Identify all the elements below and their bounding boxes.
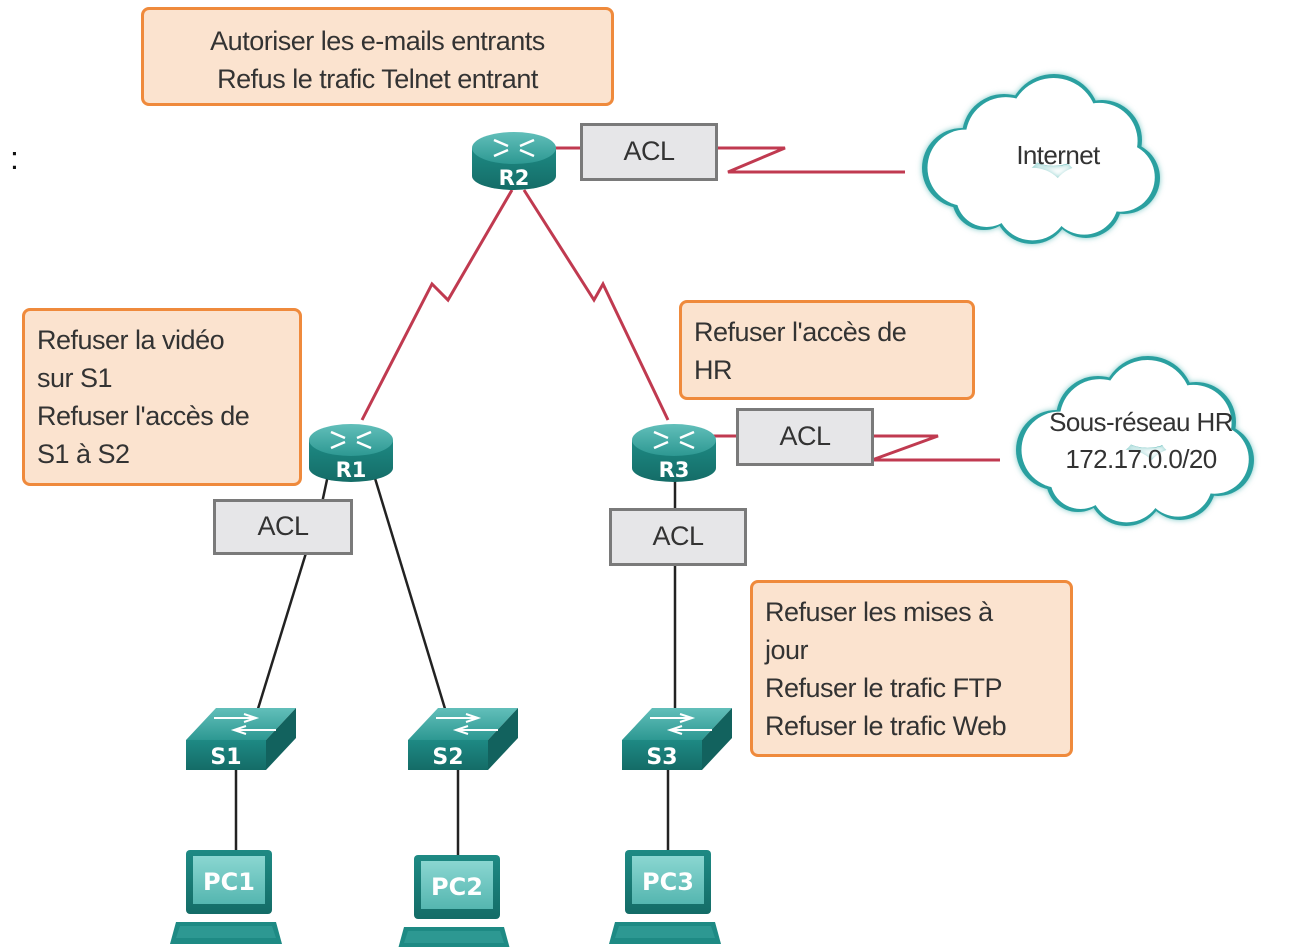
- links: [234, 146, 1000, 855]
- cloud-internet-label: Internet: [958, 137, 1158, 174]
- switch-label: S1: [210, 745, 241, 770]
- switch-front: [408, 740, 488, 770]
- switch-top: [186, 708, 296, 740]
- pc-pc1[interactable]: PC1: [170, 850, 282, 944]
- note-line: jour: [765, 635, 809, 665]
- lan-link-r1-s2: [372, 474, 448, 713]
- pc-screen: [421, 861, 493, 909]
- cloud-line: 172.17.0.0/20: [1065, 444, 1217, 474]
- pc-pc2[interactable]: PC2: [398, 855, 510, 947]
- note-r3-lan-policy: Refuser les mises à jour Refuser le traf…: [750, 580, 1073, 757]
- switch-label: S2: [432, 745, 463, 770]
- switch-arrows-icon: [650, 713, 712, 735]
- switch-top: [622, 708, 732, 740]
- wan-link-acl-hr: [871, 434, 1000, 462]
- switch-top: [408, 708, 518, 740]
- acl-r2-internet[interactable]: ACL: [580, 123, 718, 181]
- router-arrows-icon: [493, 138, 535, 158]
- router-label: R3: [659, 458, 690, 482]
- switch-arrows-icon: [214, 713, 276, 735]
- router-arrows-icon: [653, 430, 695, 450]
- router-label: R2: [499, 166, 530, 190]
- switch-label: S3: [646, 745, 677, 770]
- switch-arrows-icon: [436, 713, 498, 735]
- note-line: Refuser la vidéo: [37, 325, 225, 355]
- pc-keyboard: [176, 926, 276, 938]
- acl-r1-lan[interactable]: ACL: [213, 499, 353, 555]
- router-r3[interactable]: R3: [632, 424, 716, 482]
- note-r2-policy: Autoriser les e-mails entrants Refus le …: [141, 7, 614, 106]
- router-r2[interactable]: R2: [472, 132, 556, 190]
- note-line: S1 à S2: [37, 439, 130, 469]
- lan-link-acl-s1: [255, 552, 308, 713]
- note-line: Autoriser les e-mails entrants: [210, 26, 545, 56]
- note-line: Refuser l'accès de: [694, 317, 907, 347]
- cloud-hr-label: Sous-réseau HR 172.17.0.0/20: [1036, 404, 1246, 478]
- pc-keyboard: [404, 931, 504, 943]
- note-line: Refus le trafic Telnet entrant: [217, 64, 538, 94]
- pc-pc3[interactable]: PC3: [609, 850, 721, 944]
- note-line: sur S1: [37, 363, 113, 393]
- router-top: [472, 132, 556, 164]
- note-r3-hr-policy: Refuser l'accès de HR: [679, 300, 975, 400]
- acl-r3-hr[interactable]: ACL: [736, 408, 874, 466]
- switch-front: [186, 740, 266, 770]
- switch-s1[interactable]: S1: [186, 708, 296, 770]
- pc-label: PC3: [642, 868, 694, 896]
- router-top: [309, 424, 393, 456]
- cloud-line: Internet: [1016, 140, 1100, 170]
- switch-side: [702, 708, 732, 770]
- note-line: Refuser l'accès de: [37, 401, 250, 431]
- switch-s2[interactable]: S2: [408, 708, 518, 770]
- acl-r3-lan[interactable]: ACL: [609, 508, 747, 566]
- router-arrows-icon: [330, 430, 372, 450]
- note-r1-policy: Refuser la vidéo sur S1 Refuser l'accès …: [22, 308, 302, 486]
- wan-link-r2-r3: [522, 189, 670, 421]
- pc-keyboard: [615, 926, 715, 938]
- wan-link-r2-r1: [360, 189, 514, 421]
- switch-side: [266, 708, 296, 770]
- note-line: Refuser les mises à: [765, 597, 993, 627]
- note-line: Refuser le trafic Web: [765, 711, 1007, 741]
- router-top: [632, 424, 716, 456]
- wan-link-acl-internet: [716, 146, 905, 174]
- switch-side: [488, 708, 518, 770]
- lan-link-r1-acl: [320, 474, 330, 504]
- pc-screen: [193, 856, 265, 904]
- pc-screen: [632, 856, 704, 904]
- pc-label: PC2: [431, 873, 483, 901]
- router-r1[interactable]: R1: [309, 424, 393, 482]
- pc-label: PC1: [203, 868, 255, 896]
- switch-s3[interactable]: S3: [622, 708, 732, 770]
- note-line: HR: [694, 355, 733, 385]
- stray-colon: :: [10, 140, 19, 176]
- note-line: Refuser le trafic FTP: [765, 673, 1003, 703]
- cloud-line: Sous-réseau HR: [1049, 407, 1233, 437]
- switch-front: [622, 740, 702, 770]
- router-label: R1: [336, 458, 367, 482]
